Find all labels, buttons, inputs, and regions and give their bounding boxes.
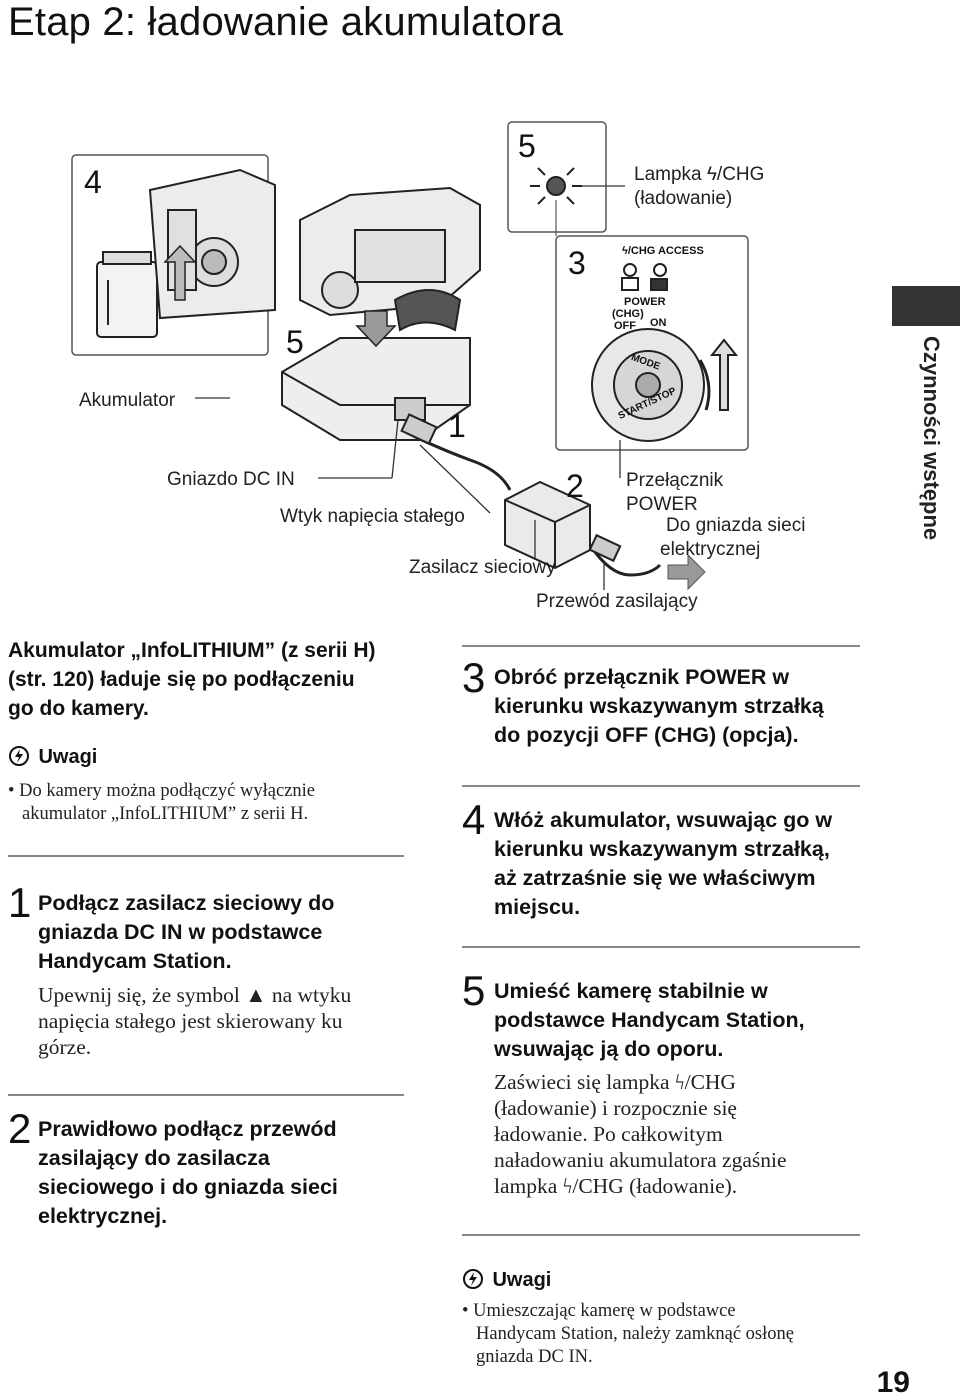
page-title: Etap 2: ładowanie akumulatora <box>8 0 564 44</box>
svg-text:(CHG): (CHG) <box>612 308 644 320</box>
battery-label: Akumulator <box>79 390 176 411</box>
panel-4-number: 4 <box>84 164 102 200</box>
step-4-text: Włóż akumulator, wsuwając go w kierunku … <box>494 808 833 919</box>
camcorder-rear-illustration <box>148 168 276 320</box>
note-right-1: • Umieszczając kamerę w podstawce Handyc… <box>462 1301 794 1367</box>
note-icon <box>9 746 29 766</box>
callout-2: 2 <box>566 468 584 504</box>
divider <box>8 1094 404 1096</box>
insert-arrow-icon <box>163 244 197 301</box>
svg-text:POWER: POWER <box>624 296 666 308</box>
to-wall-arrow-icon <box>667 553 706 591</box>
ac-adaptor-illustration <box>504 480 591 570</box>
step-3-number: 3 <box>462 654 486 701</box>
ac-adaptor-label: Zasilacz sieciowy <box>409 557 556 578</box>
panel-3-number: 3 <box>568 245 586 281</box>
callout-1: 1 <box>448 408 466 444</box>
step-4-number: 4 <box>462 796 486 843</box>
battery-illustration <box>96 251 158 338</box>
step-5-number: 5 <box>462 967 486 1014</box>
notes-heading-right: Uwagi <box>462 1268 551 1292</box>
step-1-text: Podłącz zasilacz sieciowy do gniazda DC … <box>38 891 335 973</box>
divider <box>8 855 404 857</box>
step-1-number: 1 <box>8 879 32 926</box>
power-dial-illustration <box>591 263 739 442</box>
divider <box>462 785 860 787</box>
dc-in-label: Gniazdo DC IN <box>167 469 295 490</box>
lamp-glow-icon <box>530 167 582 205</box>
svg-text:OFF: OFF <box>614 320 636 332</box>
step-2-number: 2 <box>8 1105 32 1152</box>
camcorder-top-illustration <box>299 186 481 332</box>
power-cord-label: Przewód zasilający <box>536 591 698 612</box>
panel-5-number: 5 <box>286 324 304 360</box>
page-number: 19 <box>876 1366 910 1399</box>
lamp-label-2: (ładowanie) <box>634 188 733 209</box>
panel-5-top-number: 5 <box>518 128 536 164</box>
section-tab-marker <box>892 286 960 326</box>
lamp-label-1: Lampka ϟ/CHG <box>634 164 765 185</box>
wall-outlet-label-1: Do gniazda sieci <box>666 515 806 536</box>
dial-chg-access-label: ϟ/CHG ACCESS <box>622 245 704 257</box>
step-5-detail: Zaświeci się lampka ϟ/CHG (ładowanie) i … <box>494 1070 787 1198</box>
step-2-text: Prawidłowo podłącz przewód zasilający do… <box>38 1117 338 1228</box>
power-cord <box>588 544 662 577</box>
note-left-1: • Do kamery można podłączyć wyłącznie ak… <box>8 781 315 824</box>
step-3-text: Obróć przełącznik POWER w kierunku wskaz… <box>494 665 824 747</box>
svg-text:ON: ON <box>650 317 667 329</box>
intro-text: Akumulator „InfoLITHIUM” (z serii H) (st… <box>8 639 376 720</box>
notes-heading-left: Uwagi <box>8 745 97 769</box>
divider <box>462 946 860 948</box>
divider <box>462 645 860 647</box>
step-5-text: Umieść kamerę stabilnie w podstawce Hand… <box>494 979 805 1061</box>
power-switch-label-2: POWER <box>626 494 698 515</box>
step-1-detail: Upewnij się, że symbol ▲ na wtyku napięc… <box>38 983 352 1059</box>
section-label: Czynności wstępne <box>919 336 944 541</box>
down-arrow-icon <box>355 310 397 348</box>
wall-outlet-label-2: elektrycznej <box>660 539 761 560</box>
handycam-station-illustration <box>281 337 471 441</box>
dc-plug-label: Wtyk napięcia stałego <box>280 506 465 527</box>
dc-plug-illustration <box>400 413 438 445</box>
note-icon <box>463 1269 483 1289</box>
divider <box>462 1234 860 1236</box>
power-switch-label-1: Przełącznik <box>626 470 724 491</box>
charging-diagram: ϟ/CHG ACCESS POWER (CHG) OFF ON MODE STA… <box>71 121 749 591</box>
